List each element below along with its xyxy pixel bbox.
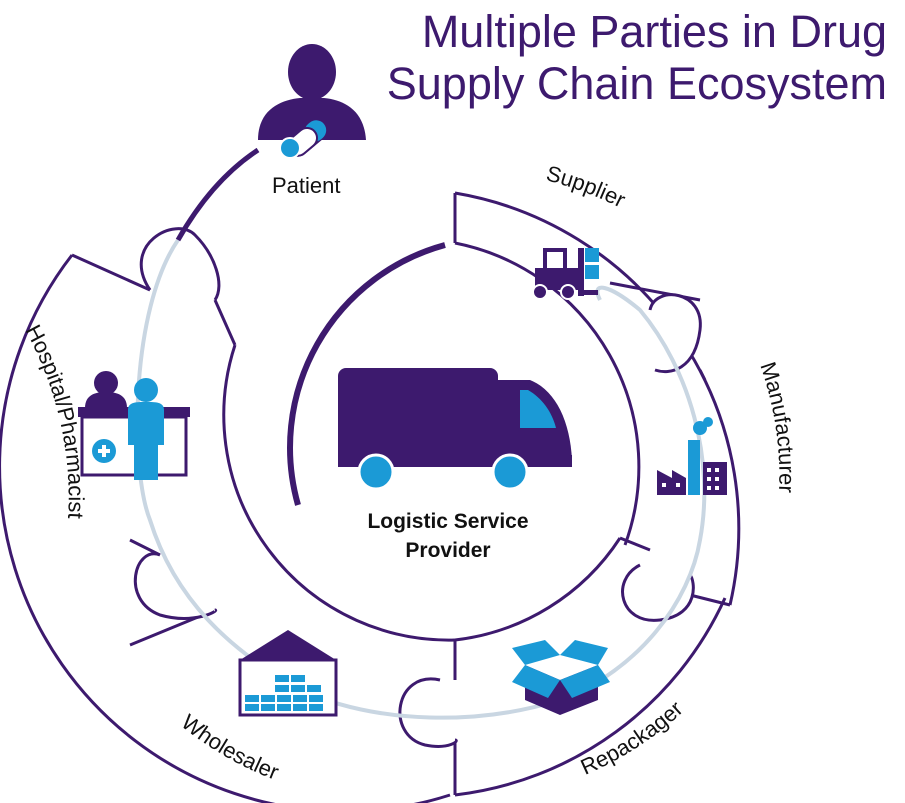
outer-ring-bottom-right xyxy=(454,597,727,797)
patient-connector xyxy=(175,147,260,242)
label-patient: Patient xyxy=(272,173,341,198)
delivery-truck-icon xyxy=(338,368,572,491)
outer-ring-left xyxy=(0,254,451,803)
knob-manufacturer xyxy=(648,293,702,374)
label-wholesaler: Wholesaler xyxy=(177,709,282,784)
pharmacy-counter-icon xyxy=(78,371,190,480)
center-label-line-1: Logistic Service xyxy=(367,510,528,533)
title-line-2: Supply Chain Ecosystem xyxy=(386,58,887,109)
forklift-icon xyxy=(532,248,599,300)
label-repackager: Repackager xyxy=(577,696,688,780)
inner-ring-left xyxy=(222,344,456,642)
label-hospital-pharmacist: Hospital/Pharmacist xyxy=(21,321,89,520)
flow-track xyxy=(135,238,707,720)
label-manufacturer: Manufacturer xyxy=(755,359,799,494)
seam-hospital-top xyxy=(71,253,237,346)
diagram-title: Multiple Parties in Drug Supply Chain Ec… xyxy=(327,6,887,110)
knob-hospital xyxy=(133,552,218,620)
label-supplier: Supplier xyxy=(544,161,630,213)
inner-ring-right xyxy=(454,241,641,546)
inner-ring-bottom-right xyxy=(454,537,622,642)
center-label-line-2: Provider xyxy=(405,539,490,562)
factory-icon xyxy=(657,417,727,495)
seam-repackager xyxy=(619,536,731,607)
open-box-icon xyxy=(512,640,610,715)
title-line-1: Multiple Parties in Drug xyxy=(421,6,887,57)
knob-patient xyxy=(139,227,221,301)
center-arc xyxy=(287,242,446,506)
puzzle-ring xyxy=(0,191,741,803)
knob-wholesaler xyxy=(398,677,458,748)
patient-with-pill-icon xyxy=(258,44,366,159)
warehouse-icon xyxy=(238,630,338,717)
